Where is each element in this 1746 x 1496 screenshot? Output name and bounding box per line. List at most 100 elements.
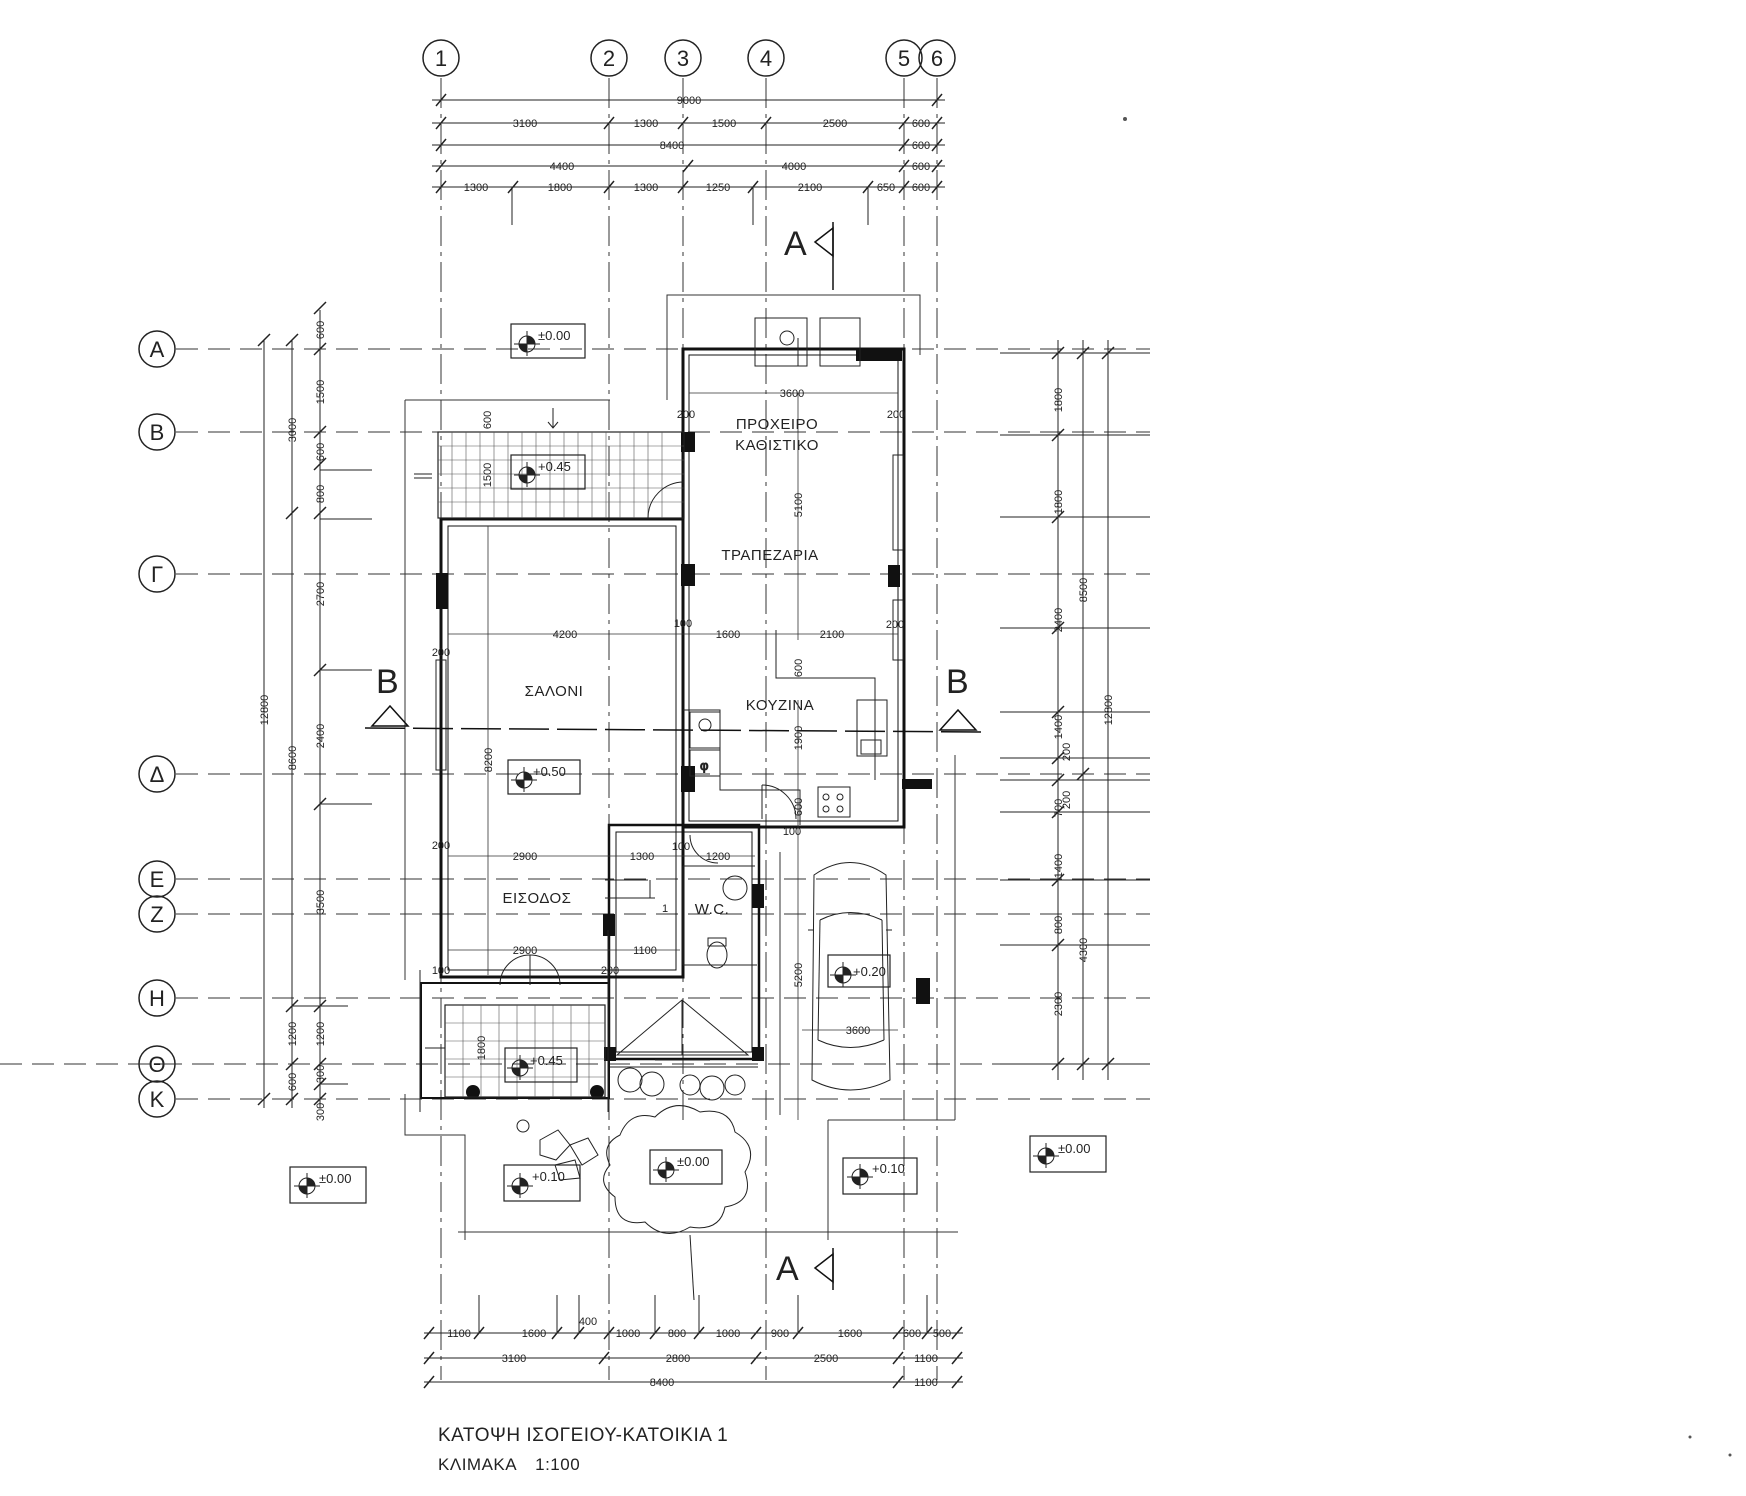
dim-in-1900: 1900: [793, 726, 805, 750]
scale-value: 1:100: [535, 1455, 581, 1474]
landscape-trees: [516, 1067, 752, 1301]
level-text-7: ±0.00: [677, 1154, 709, 1169]
level-marker: +0.50: [507, 759, 581, 795]
site-outline: [404, 294, 958, 1240]
level-text-6: +0.10: [532, 1169, 565, 1184]
level-marker: ±0.00: [510, 323, 586, 359]
level-marker: +0.10: [503, 1164, 581, 1202]
dim-top-600b: 600: [912, 140, 930, 152]
section-b-right: B: [946, 663, 969, 701]
dim-top-4000: 4000: [782, 161, 806, 173]
dim-in-200d: 200: [886, 619, 904, 631]
right-dimension-lines: [1000, 340, 1150, 1080]
dim-top-4400: 4400: [550, 161, 574, 173]
dim-bot-400: 400: [579, 1316, 597, 1328]
dim-top-1800: 1800: [548, 182, 572, 194]
dim-top-600c: 600: [912, 161, 930, 173]
dim-right-1400b: 1400: [1053, 854, 1065, 878]
dim-in-100d: 100: [432, 965, 450, 977]
grid-column-1: 1: [435, 46, 447, 71]
level-marker: +0.20: [827, 954, 891, 988]
section-labels: A A B B: [376, 225, 969, 1288]
dim-bot-1600a: 1600: [522, 1328, 546, 1340]
dim-left-2400: 2400: [315, 724, 327, 748]
grid-row-k: Κ: [150, 1087, 165, 1112]
dim-in-3600: 3600: [780, 388, 804, 400]
top-dimension-lines: [432, 93, 945, 225]
room-kathistiko: ΚΑΘΙΣΤΙΚΟ: [735, 437, 819, 454]
dim-left-12800: 12800: [259, 695, 271, 726]
scan-specks: [1123, 117, 1732, 1457]
dim-bot-1100a: 1100: [914, 1353, 938, 1365]
dim-left-300b: 300: [315, 1103, 327, 1121]
dim-bot-1000b: 1000: [716, 1328, 740, 1340]
dim-left-1200b: 1200: [315, 1022, 327, 1046]
grid-column-6: 6: [931, 46, 943, 71]
grid-row-lines: [0, 348, 1150, 1100]
dim-in-3600b: 3600: [846, 1025, 870, 1037]
svg-text:φ: φ: [700, 758, 708, 773]
dim-right-1800b: 1800: [1053, 490, 1065, 514]
dim-in-1500: 1500: [482, 463, 494, 487]
level-markers: ±0.00 +0.45 +0.50 +0.20 +0.45: [289, 323, 1107, 1204]
dim-top-9000: 9000: [677, 95, 701, 107]
room-labels: ΠΡΟΧΕΙΡΟ ΚΑΘΙΣΤΙΚΟ ΤΡΑΠΕΖΑΡΙΑ ΣΑΛΟΝΙ ΚΟΥ…: [503, 416, 819, 918]
inner-dimension-lines: [448, 392, 898, 1120]
dim-top-650: 650: [877, 182, 895, 194]
room-trapezaria: ΤΡΑΠΕΖΑΡΙΑ: [721, 547, 818, 564]
dim-left-600b: 600: [315, 321, 327, 339]
grid-row-e: Ε: [150, 867, 165, 892]
level-marker: +0.45: [510, 454, 586, 490]
level-text-2: +0.45: [538, 459, 571, 474]
level-text-4: +0.20: [853, 964, 886, 979]
dim-in-100a: 100: [674, 618, 692, 630]
dim-right-12800: 12800: [1103, 695, 1115, 726]
dim-right-700: 700: [1053, 799, 1065, 817]
dim-bot-800: 800: [668, 1328, 686, 1340]
level-text-3: +0.50: [533, 764, 566, 779]
dim-in-200b: 200: [887, 409, 905, 421]
dim-in-5100: 5100: [793, 493, 805, 517]
dim-in-600b: 600: [793, 798, 805, 816]
dim-in-2900b: 2900: [513, 945, 537, 957]
level-marker: +0.45: [504, 1047, 578, 1083]
dim-top-3100: 3100: [513, 118, 537, 130]
level-marker: +0.10: [842, 1157, 918, 1195]
grid-row-z: Ζ: [150, 902, 163, 927]
level-text-8: +0.10: [872, 1161, 905, 1176]
wall-columns: [436, 349, 932, 1099]
level-marker: ±0.00: [289, 1166, 367, 1204]
dim-in-2100: 2100: [820, 629, 844, 641]
dim-in-2900a: 2900: [513, 851, 537, 863]
dim-top-1300a: 1300: [464, 182, 488, 194]
dim-bot-500: 500: [933, 1328, 951, 1340]
dim-left-600a: 600: [287, 1073, 299, 1091]
dim-bot-900: 900: [771, 1328, 789, 1340]
bottom-dimension-text: 1100 1600 400 1000 800 1000 900 1600 600…: [447, 1316, 951, 1389]
dim-left-600c: 600: [315, 443, 327, 461]
dim-right-1400a: 1400: [1053, 715, 1065, 739]
grid-columns: [422, 39, 956, 77]
dim-right-4300: 4300: [1078, 938, 1090, 962]
dim-right-200b: 200: [1061, 791, 1073, 809]
room-eisodos: ΕΙΣΟΔΟΣ: [503, 890, 572, 907]
dim-in-1800: 1800: [476, 1036, 488, 1060]
dim-in-1600: 1600: [716, 629, 740, 641]
dim-top-600d: 600: [912, 182, 930, 194]
dim-top-1500: 1500: [712, 118, 736, 130]
grid-row-th: Θ: [148, 1052, 165, 1077]
dim-in-100b: 100: [672, 841, 690, 853]
car-icon: [808, 862, 892, 1091]
section-b-left: B: [376, 663, 399, 701]
dim-bot-3100: 3100: [502, 1353, 526, 1365]
level-text-5: +0.45: [530, 1053, 563, 1068]
grid-row-labels: Α Β Γ Δ Ε Ζ Η Θ Κ: [148, 337, 165, 1112]
room-kouzina: ΚΟΥΖΙΝΑ: [746, 697, 814, 714]
dim-in-600a: 600: [793, 659, 805, 677]
section-a-bottom: A: [776, 1250, 799, 1288]
level-text-10: ±0.00: [319, 1171, 351, 1186]
dim-left-3000: 3000: [287, 418, 299, 442]
top-dimension-text: 9000 3100 1300 1500 2500 600 8400 600 44…: [464, 95, 930, 194]
